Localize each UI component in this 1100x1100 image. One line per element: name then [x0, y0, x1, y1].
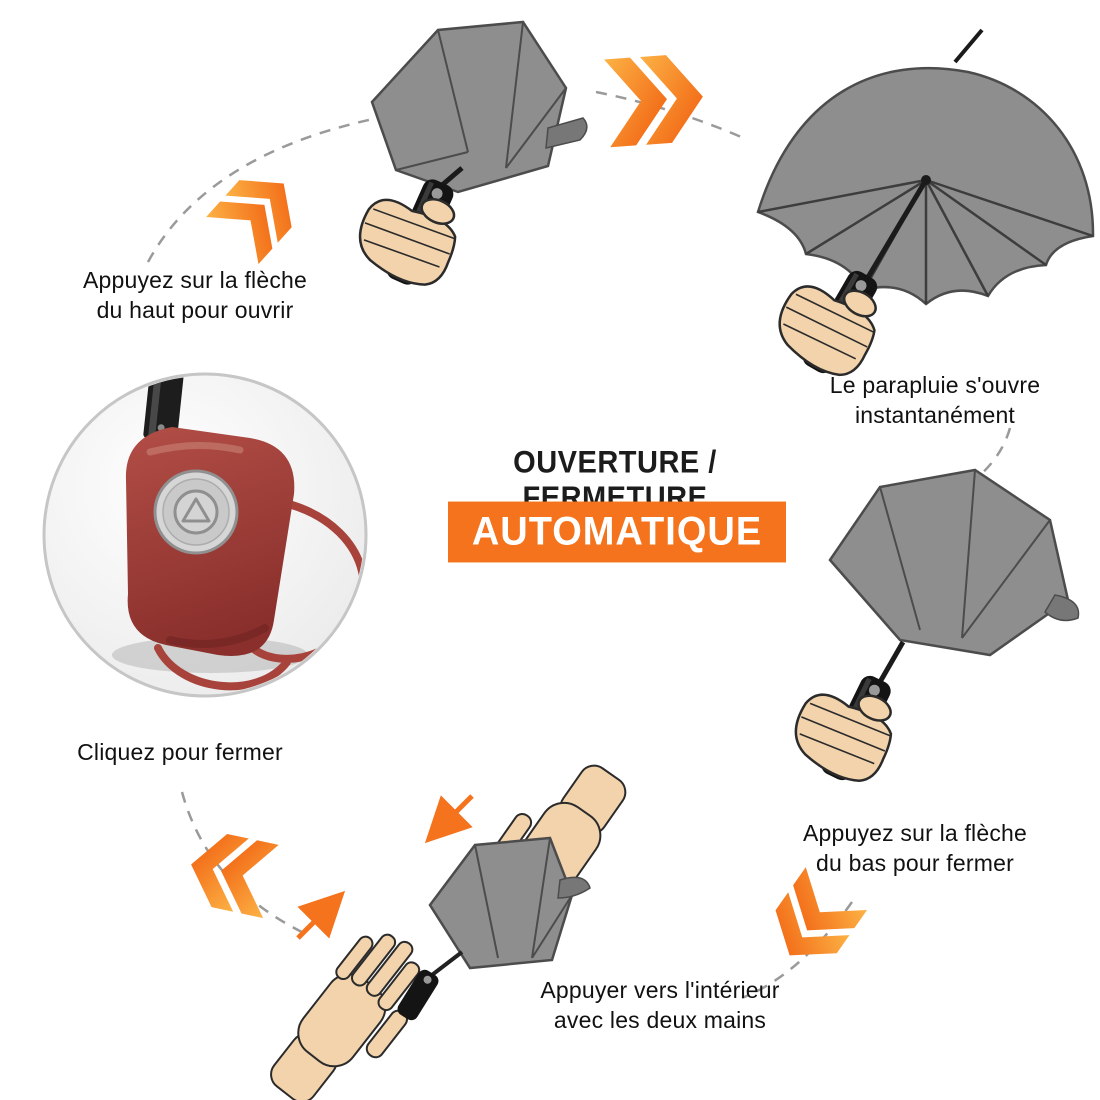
caption-line: du bas pour fermer — [816, 850, 1014, 877]
hand-holding-inverted-umbrella — [780, 653, 916, 795]
caption-line: du haut pour ouvrir — [96, 297, 294, 324]
caption-line: Le parapluie s'ouvre — [829, 372, 1041, 398]
brand-logo-icon — [173, 489, 219, 535]
caption-line: Appuyer vers l'intérieur — [540, 977, 780, 1003]
two-hands-pressing-illustration — [256, 742, 641, 1100]
caption-press-bottom-arrow: Appuyez sur la flèche du bas pour fermer — [755, 818, 1075, 879]
small-umbrella-handle — [397, 969, 439, 1021]
red-handle-closeup — [42, 372, 368, 698]
press-direction-arrows — [296, 794, 474, 940]
caption-line: Appuyez sur la flèche — [802, 820, 1028, 846]
caption-line: instantanément — [854, 402, 1016, 429]
chevron-arrow-top-center-icon — [604, 52, 706, 148]
chevron-arrow-top-left-icon — [206, 159, 310, 265]
caption-push-inward: Appuyer vers l'intérieur avec les deux m… — [495, 975, 825, 1036]
caption-line: Appuyez sur la flèche — [82, 267, 308, 293]
caption-line: Cliquez pour fermer — [77, 739, 283, 765]
dashed-path-bottom-left — [180, 791, 311, 938]
caption-press-top-arrow: Appuyez sur la flèche du haut pour ouvri… — [40, 265, 350, 326]
chevron-arrow-bottom-right-icon — [758, 867, 868, 977]
open-umbrella-illustration — [756, 28, 1095, 390]
chevron-arrow-bottom-left-icon — [183, 827, 279, 919]
open-close-button — [153, 469, 239, 555]
caption-opens-instantly: Le parapluie s'ouvre instantanément — [770, 370, 1100, 431]
automatique-badge: AUTOMATIQUE — [448, 501, 786, 563]
caption-line: avec les deux mains — [553, 1007, 767, 1034]
caption-click-to-close: Cliquez pour fermer — [35, 737, 325, 767]
folded-umbrella-illustration — [345, 20, 588, 299]
inverted-folded-umbrella-illustration — [780, 468, 1080, 795]
